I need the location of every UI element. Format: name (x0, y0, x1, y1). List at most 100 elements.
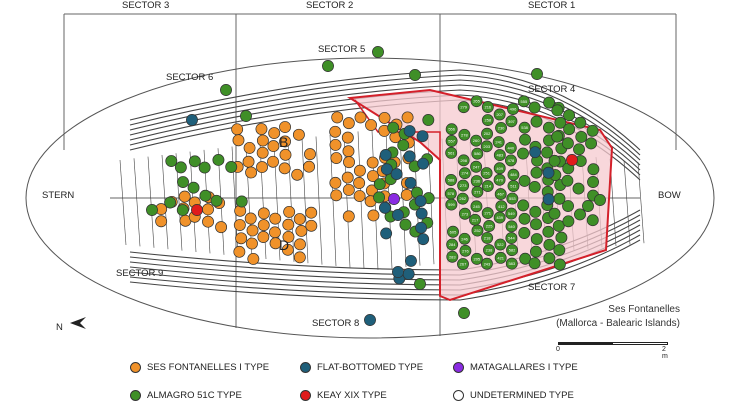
timber (301, 138, 309, 264)
amphora-marker (563, 123, 576, 136)
timber (637, 162, 645, 244)
amphora-label: 245 (473, 204, 480, 209)
amphora-marker (457, 179, 470, 192)
legend-label: FLAT-BOTTOMED TYPE (317, 362, 424, 373)
amphora-marker (493, 173, 506, 186)
amphora-marker (542, 121, 555, 134)
amphora-marker (505, 257, 518, 270)
amphora-marker (202, 203, 214, 216)
amphora-marker (341, 131, 354, 144)
amphora-marker (493, 211, 506, 224)
amphora-marker (573, 143, 585, 156)
amphora-marker (415, 221, 428, 234)
amphora-marker (353, 164, 366, 177)
amphora-marker (542, 193, 555, 206)
amphora-marker (528, 181, 541, 193)
amphora-marker (246, 224, 259, 237)
amphora-label: 251 (483, 171, 490, 176)
amphora-marker (331, 111, 344, 124)
amphora-marker (146, 204, 158, 216)
amphora-marker (186, 114, 198, 126)
amphora-marker (572, 182, 585, 195)
timber (129, 79, 641, 161)
amphora-marker (397, 139, 410, 152)
amphora-marker (233, 245, 246, 258)
amphora-label: 549 (508, 211, 515, 216)
amphora-marker (493, 162, 506, 175)
amphora-marker (470, 95, 483, 108)
amphora-marker (177, 176, 189, 188)
scale-zero: 0 (556, 346, 560, 353)
amphora-marker (493, 108, 506, 121)
amphora-marker (402, 268, 415, 280)
amphora-marker (563, 109, 576, 122)
amphora-marker (446, 238, 459, 251)
sector-5-label: SECTOR 5 (318, 44, 365, 55)
amphora-marker (531, 68, 543, 80)
amphora-label: 496 (510, 107, 517, 112)
amphora-label: 202 (484, 131, 491, 136)
amphora-marker (585, 137, 598, 150)
amphora-marker (281, 243, 294, 256)
amphora-label: 284 (449, 242, 456, 247)
amphora-marker (293, 251, 306, 264)
amphora-label: 440 (507, 145, 514, 150)
amphora-marker (555, 231, 568, 244)
amphora-label: 412 (498, 204, 505, 209)
amphora-marker (470, 252, 483, 265)
amphora-marker (458, 232, 471, 245)
amphora-marker (561, 137, 574, 150)
amphora-marker (445, 198, 458, 211)
legend-item-undetermined: UNDETERMINED TYPE (453, 390, 574, 401)
amphora-marker (483, 244, 495, 257)
amphora-label: 522 (497, 242, 504, 247)
scale-max: 2 m (662, 346, 668, 360)
legend-label: MATAGALLARES I TYPE (470, 362, 578, 373)
amphora-marker (481, 114, 494, 126)
amphora-marker (481, 207, 494, 220)
amphora-marker (365, 119, 377, 131)
amphora-label: 553 (509, 196, 516, 201)
legend-item-almagro: ALMAGRO 51C TYPE (130, 390, 242, 401)
amphora-marker (304, 148, 316, 161)
amphora-marker (267, 155, 279, 168)
site-caption: Ses Fontanelles (Mallorca - Balearic Isl… (556, 303, 680, 331)
amphora-marker (505, 220, 518, 233)
amphora-label: 409 (496, 166, 503, 171)
amphora-marker (457, 258, 469, 270)
amphora-marker (202, 215, 214, 228)
amphora-marker (494, 251, 507, 264)
amphora-marker (372, 46, 384, 58)
amphora-marker (481, 231, 494, 244)
legend-item-keay: KEAY XIX TYPE (300, 390, 387, 401)
amphora-label: 207 (496, 112, 503, 117)
amphora-label: 511 (510, 184, 517, 189)
amphora-marker (242, 155, 255, 168)
amphora-marker (494, 188, 507, 201)
amphora-marker (458, 307, 470, 319)
zone-letter-d: D (279, 237, 289, 253)
amphora-marker (199, 189, 212, 202)
zone-letter-b: B (279, 134, 288, 150)
amphora-marker (187, 181, 200, 194)
timber (287, 139, 295, 262)
amphora-label: 205 (473, 256, 480, 261)
amphora-marker (188, 155, 201, 168)
timber (133, 158, 141, 247)
amphora-marker (392, 266, 404, 278)
amphora-marker (445, 123, 458, 136)
amphora-marker (457, 154, 470, 167)
amphora-label: 241 (495, 140, 502, 145)
amphora-marker (267, 140, 280, 153)
amphora-label: 214 (484, 184, 491, 189)
amphora-marker (495, 200, 508, 213)
amphora-label: 467 (497, 192, 504, 197)
legend-swatch (453, 390, 464, 401)
amphora-marker (178, 190, 191, 203)
amphora-label: 273 (460, 183, 467, 188)
amphora-marker (481, 101, 494, 113)
legend-swatch (130, 390, 141, 401)
amphora-marker (282, 218, 295, 231)
amphora-label: 243 (484, 261, 491, 266)
amphora-label: 599 (448, 202, 455, 207)
